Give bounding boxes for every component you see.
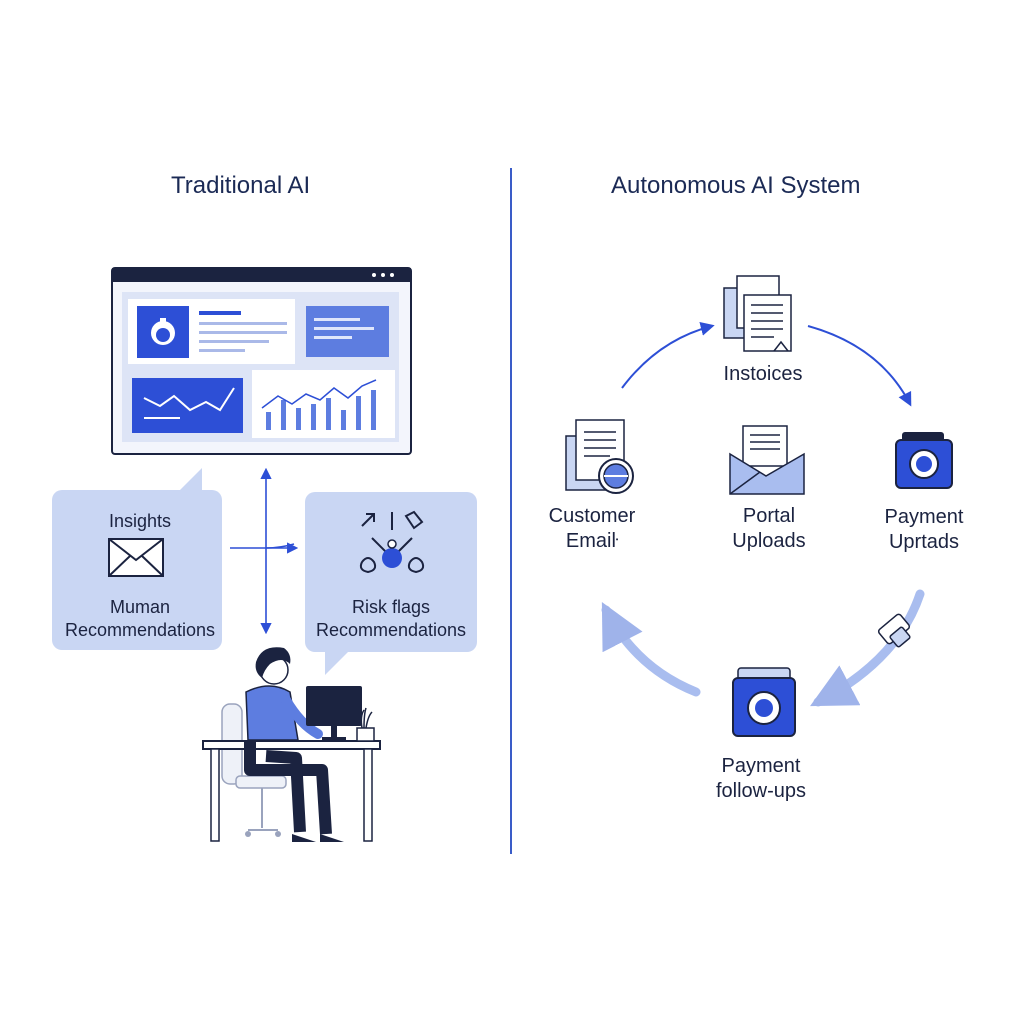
person-at-desk xyxy=(202,647,381,842)
left-flow-arrows xyxy=(230,467,299,635)
portal-uploads-label: Portal Uploads xyxy=(732,505,806,552)
insights-bubble xyxy=(52,468,222,650)
panel-divider xyxy=(510,168,512,854)
payment-followups-label: Payment follow-ups xyxy=(715,755,807,802)
plug-icon xyxy=(877,613,911,648)
payment-icon xyxy=(895,432,953,489)
risk-flags-bubble xyxy=(305,492,477,675)
muman-label: Muman xyxy=(109,597,171,617)
insights-label: Insights xyxy=(108,511,172,531)
recommendations-right-label: Recommendations xyxy=(315,620,467,640)
open-mail-icon xyxy=(729,425,805,495)
customer-email-label: Customer Emaiŀ xyxy=(548,505,636,552)
dashboard-window xyxy=(111,267,412,455)
traditional-ai-title: Traditional AI xyxy=(171,172,311,199)
recommendations-left-label: Recommendations xyxy=(64,620,216,640)
risk-flags-label: Risk flags xyxy=(351,597,431,617)
followup-payment-icon xyxy=(732,667,796,737)
cycle-arrows xyxy=(601,322,925,707)
payment-uprtads-label: Payment Uprtads xyxy=(884,506,964,553)
documents-icon xyxy=(723,275,792,352)
invoices-label: Instoices xyxy=(723,363,803,385)
email-document-icon xyxy=(565,419,634,494)
autonomous-ai-title: Autonomous AI System xyxy=(611,172,861,199)
